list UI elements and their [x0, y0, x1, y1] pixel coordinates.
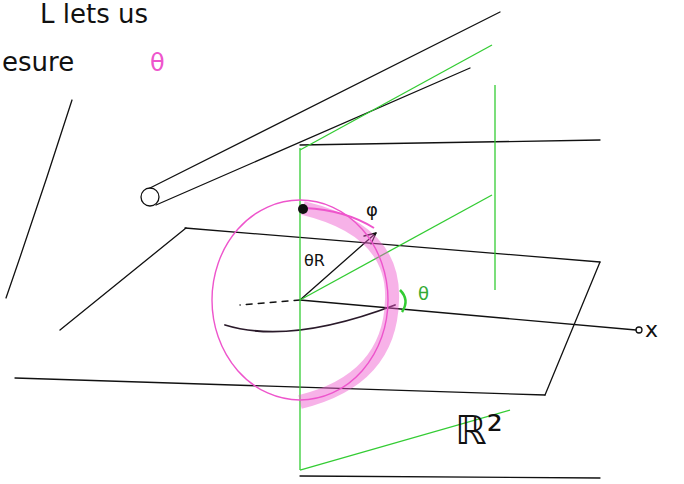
vertical-plane-edge — [494, 85, 495, 290]
rail-end — [141, 188, 159, 206]
point — [298, 204, 308, 214]
handwritten-note: L lets us — [40, 0, 148, 29]
angle-symbol: θ — [150, 50, 165, 76]
plane-edge — [15, 378, 545, 395]
vector-label: φ — [366, 200, 378, 220]
space-label: ℝ² — [455, 408, 503, 452]
plane-edge — [300, 140, 600, 145]
plane-edge — [60, 228, 186, 330]
angle-arc — [400, 290, 406, 312]
dashed-line — [240, 300, 300, 305]
highlight-arc — [300, 208, 392, 402]
stroke-line — [6, 100, 72, 298]
rail-bottom-line — [156, 68, 470, 205]
plane-edge — [545, 262, 600, 395]
plane-edge — [185, 228, 600, 262]
axis-label: x — [645, 318, 658, 342]
rail-top-line — [150, 12, 500, 188]
angle-label: θR — [304, 252, 325, 270]
angle-label: θ — [418, 284, 429, 304]
plane-edge — [300, 476, 600, 478]
handwritten-note: esure — [2, 48, 74, 77]
plane-arc — [225, 305, 395, 332]
axis-end — [636, 327, 642, 333]
vertical-plane-edge — [300, 45, 492, 150]
x-axis — [300, 300, 636, 330]
vertical-plane-edge — [299, 148, 300, 470]
arc-arrow — [305, 208, 374, 228]
